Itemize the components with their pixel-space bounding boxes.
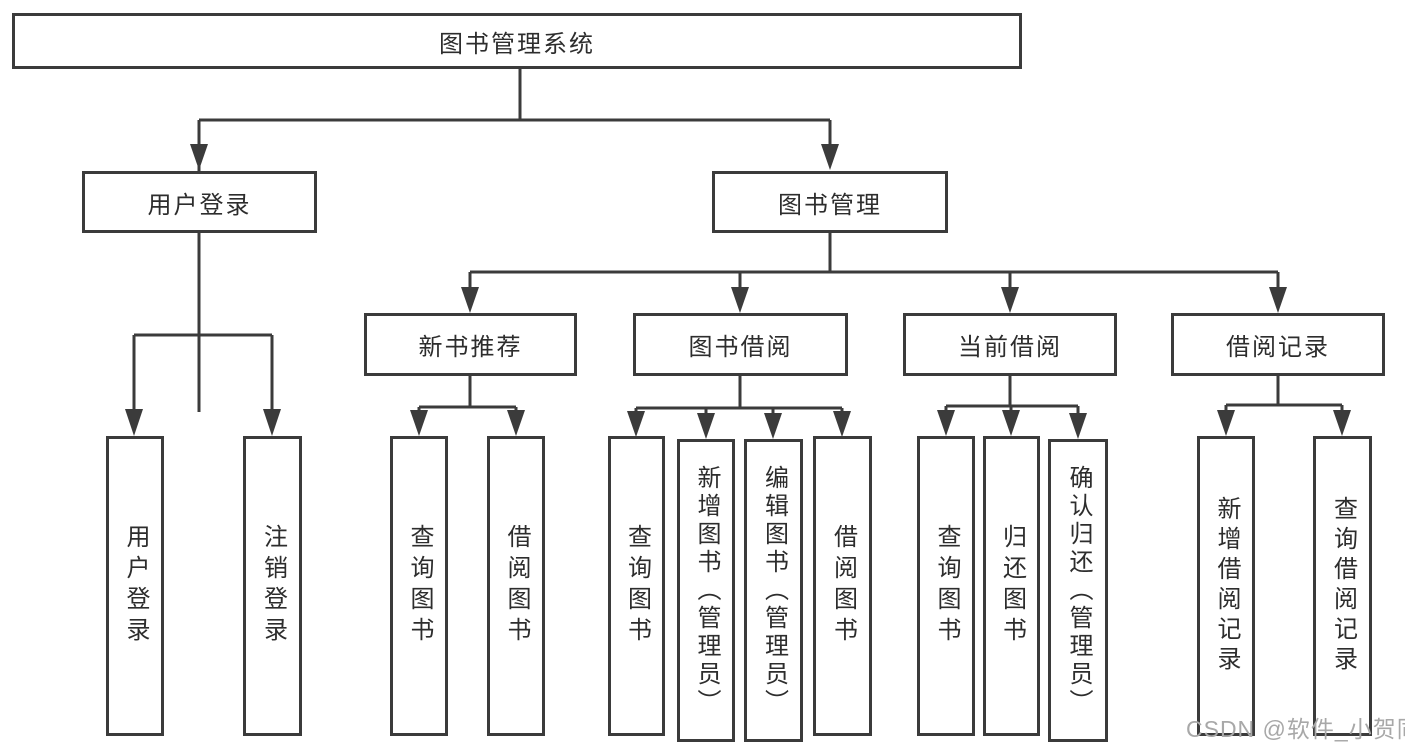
node-label: 用户登录 [147, 191, 252, 219]
node-label: 图书管理 [778, 191, 882, 219]
node-user-login: 用户登录 [106, 436, 164, 736]
node-add-book-admin: 新增图书（管理员） [677, 439, 735, 742]
node-label: 新增图书（管理员） [693, 464, 720, 717]
node-current-borrowing: 当前借阅 [903, 313, 1117, 376]
node-label: 注销登录 [259, 524, 287, 648]
node-query-books-current: 查询图书 [917, 436, 975, 736]
connector-user-login-to-leaves [125, 233, 281, 436]
node-label: 新书推荐 [418, 334, 523, 361]
node-label: 查询图书 [623, 524, 651, 648]
node-query-borrow-record: 查询借阅记录 [1313, 436, 1372, 736]
node-label: 查询图书 [933, 524, 960, 648]
node-borrow-books: 借阅图书 [813, 436, 872, 736]
node-confirm-return-admin: 确认归还（管理员） [1048, 439, 1108, 742]
connector-current-borrow-to-leaves [937, 376, 1087, 439]
node-user-login-branch: 用户登录 [82, 171, 317, 233]
node-label: 查询借阅记录 [1329, 496, 1357, 676]
connector-root-to-level2 [190, 69, 839, 412]
node-book-management: 图书管理 [712, 171, 948, 233]
connector-book-borrow-to-leaves [627, 376, 851, 439]
csdn-watermark: CSDN @软件_小贺同学 [1186, 716, 1405, 742]
node-query-books-borrow: 查询图书 [608, 436, 665, 736]
node-label: 新增借阅记录 [1213, 496, 1240, 676]
node-label: 借阅图书 [829, 524, 857, 648]
node-borrowing-records: 借阅记录 [1171, 313, 1385, 376]
node-label: 借阅记录 [1226, 334, 1330, 361]
node-label: 归还图书 [998, 524, 1026, 648]
node-return-book: 归还图书 [983, 436, 1040, 736]
node-library-management-system: 图书管理系统 [12, 13, 1022, 69]
node-query-books-recommend: 查询图书 [390, 436, 448, 736]
node-label: 编辑图书（管理员） [760, 464, 788, 717]
node-book-borrowing: 图书借阅 [633, 313, 848, 376]
connector-borrow-records-to-leaves [1217, 376, 1351, 436]
node-label: 确认归还（管理员） [1065, 464, 1092, 717]
node-label: 查询图书 [406, 524, 433, 648]
node-logout: 注销登录 [243, 436, 302, 736]
node-label: 图书管理系统 [439, 30, 595, 58]
connector-book-management-to-modules [461, 233, 1287, 313]
node-label: 当前借阅 [958, 334, 1062, 361]
connector-new-book-to-leaves [410, 376, 525, 436]
node-edit-book-admin: 编辑图书（管理员） [744, 439, 803, 742]
node-add-borrow-record: 新增借阅记录 [1197, 436, 1255, 736]
node-new-book-recommendation: 新书推荐 [364, 313, 577, 376]
node-label: 用户登录 [122, 524, 149, 648]
node-label: 图书借阅 [688, 334, 793, 361]
node-borrow-books-recommend: 借阅图书 [487, 436, 545, 736]
node-label: 借阅图书 [503, 524, 530, 648]
